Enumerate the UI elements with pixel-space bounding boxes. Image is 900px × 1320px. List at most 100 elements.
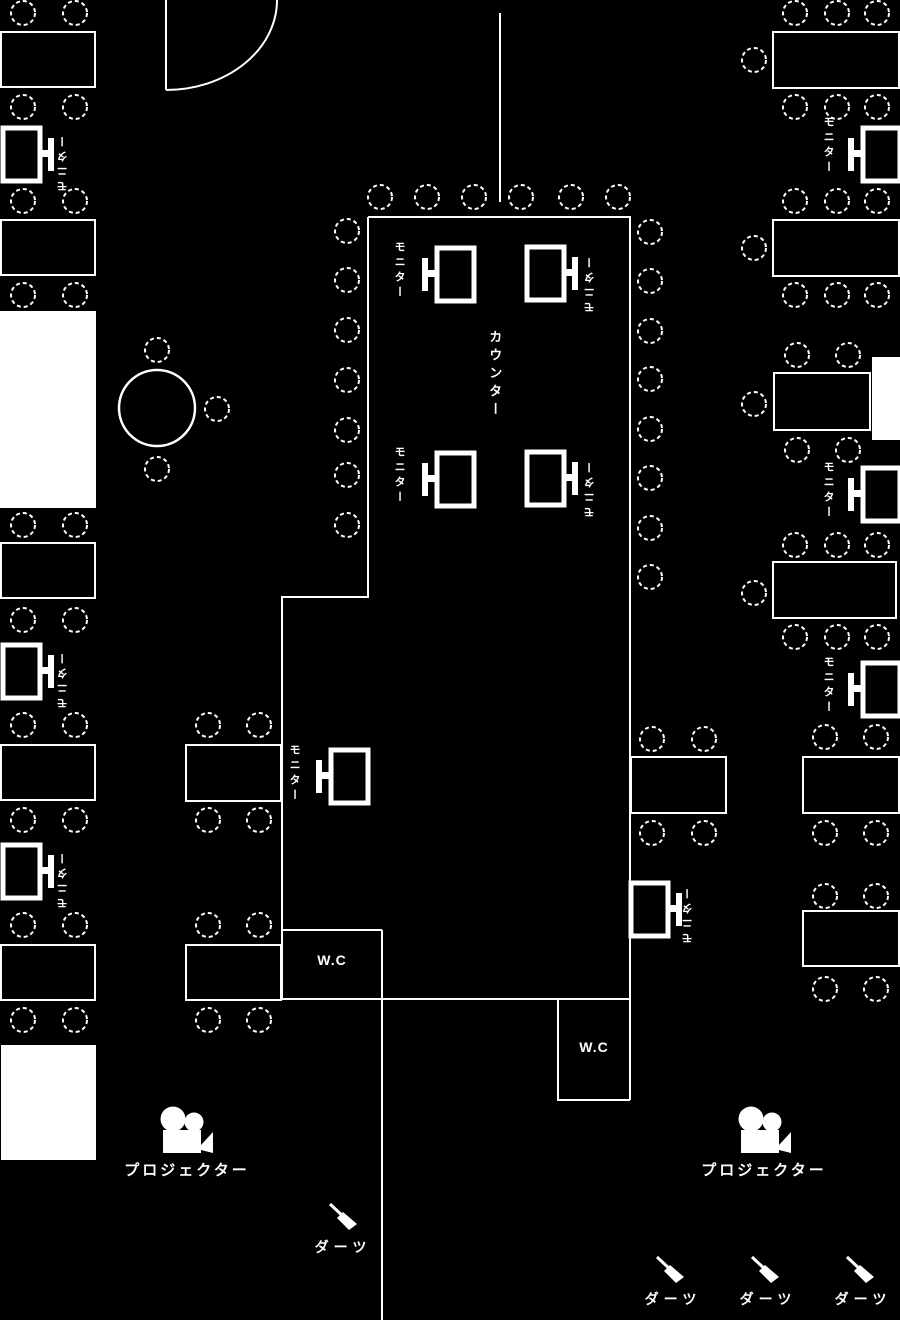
chair: [10, 188, 36, 214]
projector-label: プロジェクター: [701, 1162, 827, 1179]
chair: [741, 580, 767, 606]
monitor-label: モニター: [682, 884, 694, 944]
white-block-left-upper: [0, 311, 96, 508]
chair: [62, 188, 88, 214]
chair: [195, 807, 221, 833]
round-table: [117, 368, 197, 448]
chair: [782, 624, 808, 650]
chair: [741, 47, 767, 73]
chair: [863, 883, 889, 909]
counter-chair: [637, 268, 663, 294]
projector-label: プロジェクター: [124, 1162, 250, 1179]
chair: [863, 724, 889, 750]
counter-chair: [637, 318, 663, 344]
chair: [863, 820, 889, 846]
table: [0, 31, 96, 88]
chair: [10, 712, 36, 738]
counter-chair: [334, 317, 360, 343]
table: [630, 756, 727, 814]
wc-label: W.C: [579, 1039, 609, 1055]
chair: [741, 235, 767, 261]
white-block-right: [872, 357, 900, 440]
monitor-icon: [631, 883, 682, 936]
counter-chair: [414, 184, 440, 210]
table: [802, 756, 900, 814]
chair: [824, 94, 850, 120]
chair: [863, 976, 889, 1002]
counter-chair: [334, 267, 360, 293]
chair: [195, 912, 221, 938]
chair: [864, 624, 890, 650]
chair: [824, 188, 850, 214]
monitor-label: モニター: [393, 446, 406, 506]
monitor-label: モニター: [57, 132, 69, 192]
chair: [824, 0, 850, 26]
chair: [246, 1007, 272, 1033]
counter-chair: [367, 184, 393, 210]
monitor-label: モニター: [57, 849, 69, 909]
chair: [10, 912, 36, 938]
chair: [864, 532, 890, 558]
chair: [62, 94, 88, 120]
chair: [691, 820, 717, 846]
projector-icon: [738, 1106, 791, 1153]
counter-chair: [334, 218, 360, 244]
chair: [864, 188, 890, 214]
chair: [144, 456, 170, 482]
counter-chair: [558, 184, 584, 210]
monitor-icon: [3, 645, 54, 698]
chair: [144, 337, 170, 363]
chair: [639, 726, 665, 752]
chair: [10, 512, 36, 538]
monitor-icon: [316, 750, 368, 803]
counter-chair: [334, 417, 360, 443]
chair: [639, 820, 665, 846]
monitor-label: モニター: [822, 656, 835, 716]
chair: [812, 820, 838, 846]
chair: [782, 188, 808, 214]
monitor-icon: [527, 247, 578, 300]
dart-icon: [750, 1255, 781, 1285]
monitor-icon: [3, 128, 54, 181]
chair: [62, 712, 88, 738]
monitor-label: モニター: [393, 241, 406, 301]
table: [802, 910, 900, 967]
chair: [824, 624, 850, 650]
chair: [62, 807, 88, 833]
chair: [835, 437, 861, 463]
chair: [10, 0, 36, 26]
monitor-label: モニター: [584, 253, 596, 313]
chair: [195, 1007, 221, 1033]
chair: [864, 282, 890, 308]
chair: [784, 342, 810, 368]
monitor-label: モニター: [584, 458, 596, 518]
chair: [812, 724, 838, 750]
chair: [10, 807, 36, 833]
table: [772, 561, 897, 619]
chair: [824, 282, 850, 308]
chair: [784, 437, 810, 463]
chair: [204, 396, 230, 422]
counter-chair: [334, 462, 360, 488]
counter-label: カウンター: [487, 330, 503, 420]
chair: [246, 912, 272, 938]
chair: [62, 282, 88, 308]
darts-label: ダーツ: [739, 1291, 797, 1307]
chair: [10, 607, 36, 633]
chair: [195, 712, 221, 738]
chair: [62, 1007, 88, 1033]
chair: [812, 883, 838, 909]
dart-icon: [328, 1202, 359, 1232]
darts-label: ダーツ: [644, 1291, 702, 1307]
wc2-walls: [557, 999, 630, 1101]
monitor-icon: [848, 468, 900, 521]
table: [772, 31, 900, 89]
counter-chair: [334, 512, 360, 538]
counter-chair: [637, 515, 663, 541]
table: [773, 372, 871, 431]
counter-chair: [637, 366, 663, 392]
chair: [824, 532, 850, 558]
projector-icon: [160, 1106, 213, 1153]
